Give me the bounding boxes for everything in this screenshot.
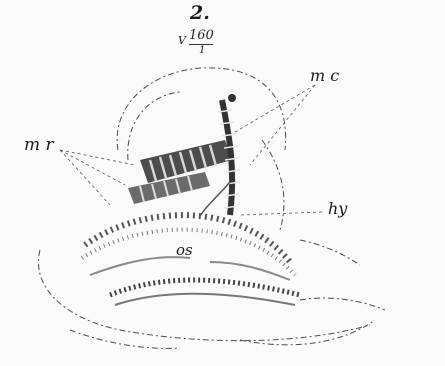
label-os: os [176, 243, 193, 258]
magnification-prefix: V [178, 34, 186, 47]
magnification-denominator: 1 [199, 45, 205, 56]
label-mr: m r [24, 137, 54, 154]
basal-band [110, 280, 300, 305]
magnification-numerator: 160 [189, 28, 214, 43]
figure-number: 2. [190, 2, 210, 24]
label-mc: m c [310, 68, 339, 84]
label-hy: hy [328, 201, 347, 217]
